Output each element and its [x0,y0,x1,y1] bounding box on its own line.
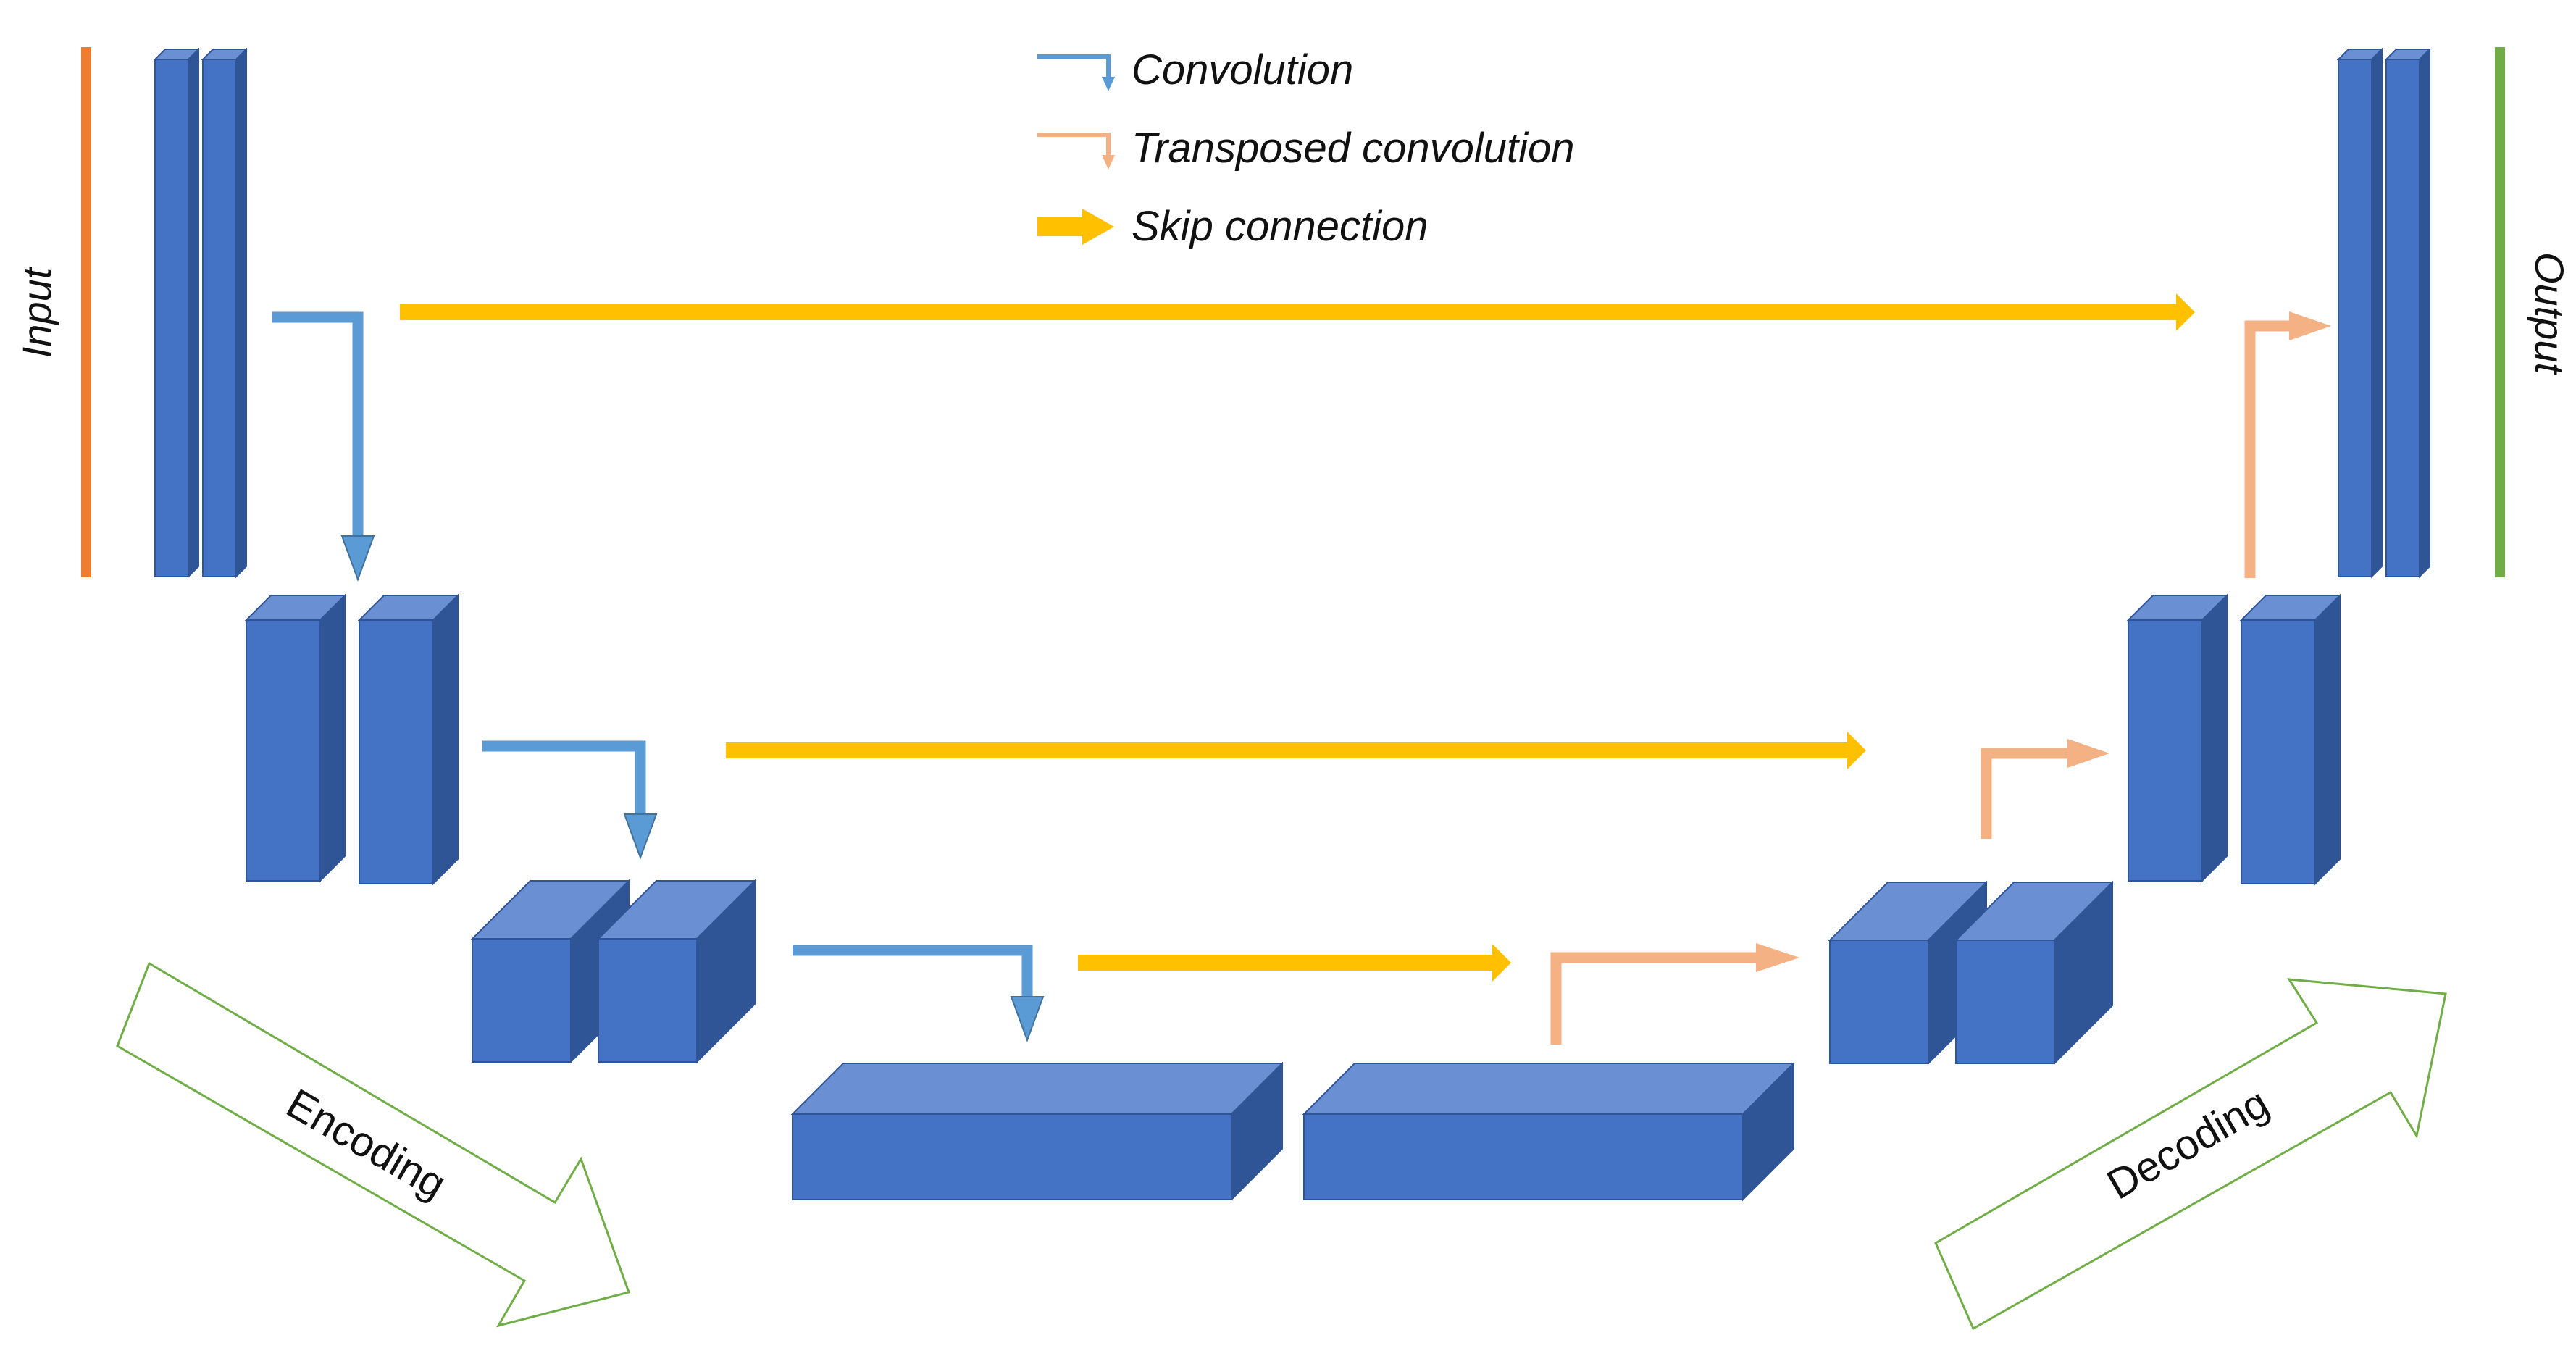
skip-connections [400,293,2195,982]
convolution-legend-icon [1037,54,1115,91]
transposed-convolution-arrows [1550,311,2331,1045]
skip-connection-legend-label: Skip connection [1132,203,1428,250]
decoder-block-2a [2126,593,2229,883]
skip-connection-legend-icon [1037,209,1114,245]
decoder-block-1b [2384,47,2432,579]
decoding-arrow: Decoding [1934,978,2447,1331]
input-bar [81,47,91,577]
skip-connection-level-3 [1078,944,1511,982]
decoder-block-1a [2336,47,2384,579]
bottleneck-block-a [790,1061,1284,1202]
transposed-convolution-legend-label: Transposed convolution [1132,125,1575,172]
convolution-legend-label: Convolution [1132,46,1353,93]
convolution-arrow-2 [482,740,658,860]
transposed-convolution-arrow-1 [1550,943,1799,1045]
encoder-block-1b [201,47,248,579]
transposed-convolution-arrow-3 [2244,311,2331,578]
output-label: Output [2527,252,2572,376]
encoder-block-1a [153,47,201,579]
convolution-arrows [272,311,1045,1042]
bottleneck-block-b [1302,1061,1796,1202]
skip-connection-level-1 [400,293,2195,331]
transposed-convolution-legend-icon [1037,133,1115,170]
encoder-block-2b [357,593,460,886]
encoder-block-2a [244,593,347,883]
convolution-arrow-3 [793,945,1045,1042]
convolution-arrow-1 [272,311,375,582]
decoder-block-2b [2239,593,2342,886]
feature-blocks [153,47,2432,1202]
output-bar [2495,47,2505,577]
decoder-block-3b [1954,880,2115,1066]
transposed-convolution-arrow-2 [1981,739,2109,839]
skip-connection-level-2 [726,732,1866,769]
input-label: Input [14,266,59,358]
legend: Convolution Transposed convolution Skip … [1037,46,1575,250]
encoder-block-3b [596,879,757,1064]
